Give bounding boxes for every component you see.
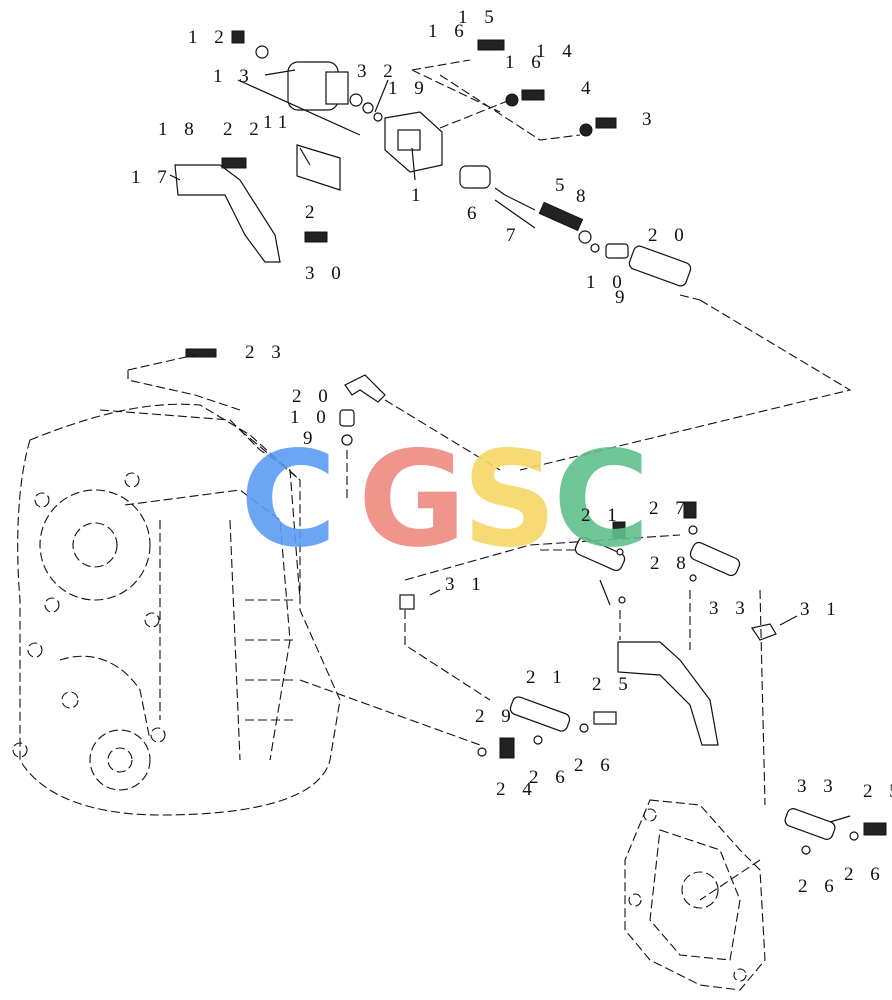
watermark-letter-s: S bbox=[462, 423, 557, 577]
label-22: 2 2 bbox=[223, 119, 265, 140]
label-20a: 2 0 bbox=[648, 225, 690, 246]
valve-cover bbox=[624, 799, 766, 991]
label-20b: 2 0 bbox=[292, 386, 334, 407]
label-7: 7 bbox=[506, 225, 522, 246]
label-9a: 9 bbox=[615, 287, 631, 308]
label-26d: 2 6 bbox=[798, 876, 840, 897]
label-18: 1 8 bbox=[158, 119, 200, 140]
label-30: 3 0 bbox=[305, 263, 347, 284]
label-23: 2 3 bbox=[245, 342, 287, 363]
label-19: 1 9 bbox=[388, 78, 430, 99]
label-26c: 2 6 bbox=[844, 864, 886, 885]
label-12: 1 2 bbox=[188, 27, 230, 48]
label-31a: 3 1 bbox=[445, 574, 487, 595]
label-21a: 2 1 bbox=[581, 505, 623, 526]
label-15: 1 5 bbox=[458, 7, 500, 28]
label-10b: 1 0 bbox=[290, 407, 332, 428]
label-2: 2 bbox=[305, 202, 321, 223]
label-14: 1 4 bbox=[536, 41, 578, 62]
transmission-housing bbox=[12, 403, 341, 816]
label-16a: 1 6 bbox=[428, 21, 470, 42]
label-17: 1 7 bbox=[131, 167, 173, 188]
label-5: 5 bbox=[555, 175, 571, 196]
label-26a: 2 6 bbox=[529, 767, 571, 788]
label-27: 2 7 bbox=[649, 498, 691, 519]
watermark-letter-c2: C bbox=[553, 423, 650, 577]
label-8: 8 bbox=[576, 186, 592, 207]
label-29: 2 9 bbox=[475, 706, 517, 727]
label-26b: 2 6 bbox=[574, 755, 616, 776]
label-24: 2 4 bbox=[496, 779, 538, 800]
label-21b: 2 1 bbox=[526, 667, 568, 688]
label-13: 1 3 bbox=[213, 66, 255, 87]
watermark: C G S C bbox=[240, 423, 650, 577]
label-1: 1 bbox=[411, 185, 427, 206]
callout-labels: 1 2 1 3 1 6 1 5 3 2 1 9 11 1 6 1 4 4 3 1… bbox=[131, 7, 892, 897]
label-6: 6 bbox=[467, 203, 483, 224]
label-28: 2 8 bbox=[650, 553, 692, 574]
label-32: 3 2 bbox=[357, 61, 399, 82]
watermark-letter-c1: C bbox=[240, 423, 337, 577]
label-10a: 1 0 bbox=[586, 272, 628, 293]
label-16b: 1 6 bbox=[505, 52, 547, 73]
solenoid-assembly bbox=[169, 30, 852, 471]
label-31b: 3 1 bbox=[800, 599, 842, 620]
label-4: 4 bbox=[581, 78, 597, 99]
label-33a: 3 3 bbox=[709, 598, 751, 619]
label-25b: 2 5 bbox=[863, 781, 892, 802]
watermark-letter-g: G bbox=[358, 423, 466, 577]
label-33b: 3 3 bbox=[797, 776, 839, 797]
label-11: 11 bbox=[263, 112, 293, 133]
tube-assembly bbox=[127, 348, 887, 901]
label-3: 3 bbox=[642, 109, 658, 130]
label-25a: 2 5 bbox=[592, 674, 634, 695]
label-9b: 9 bbox=[303, 428, 319, 449]
